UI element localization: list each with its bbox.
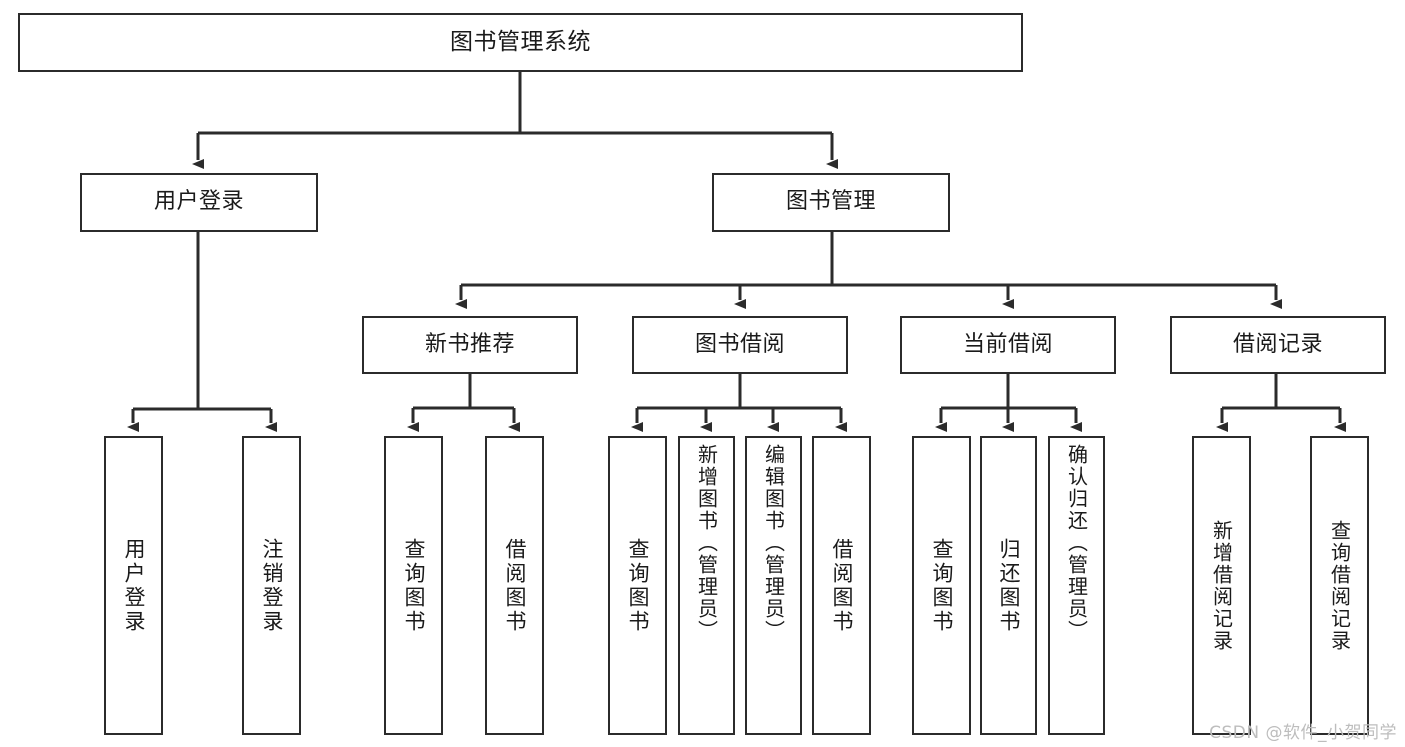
- node-label: 查询图书: [402, 537, 427, 634]
- node-label: 图书管理系统: [450, 28, 591, 55]
- node-label: 查询图书: [626, 537, 651, 634]
- node-new-book-recommend[interactable]: 新书推荐: [362, 316, 578, 374]
- node-label: 用户登录: [153, 189, 244, 215]
- node-label: 用户登录: [122, 537, 147, 634]
- node-leaf-query-book-1[interactable]: 查询图书: [384, 436, 443, 735]
- node-leaf-add-record[interactable]: 新增借阅记录: [1192, 436, 1251, 735]
- node-leaf-user-login[interactable]: 用户登录: [104, 436, 163, 735]
- node-borrow-record[interactable]: 借阅记录: [1170, 316, 1386, 374]
- node-leaf-confirm-return[interactable]: 确认归还（管理员）: [1048, 436, 1105, 735]
- node-leaf-borrow-book-2[interactable]: 借阅图书: [812, 436, 871, 735]
- node-label: 当前借阅: [962, 331, 1053, 357]
- node-current-borrow[interactable]: 当前借阅: [900, 316, 1116, 374]
- node-label: 注销登录: [260, 537, 285, 634]
- node-label: 查询图书: [930, 537, 955, 634]
- node-label: 图书借阅: [694, 331, 785, 357]
- node-leaf-logout[interactable]: 注销登录: [242, 436, 301, 735]
- node-user-login[interactable]: 用户登录: [80, 173, 318, 232]
- node-leaf-query-book-2[interactable]: 查询图书: [608, 436, 667, 735]
- node-label: 新书推荐: [424, 331, 515, 357]
- node-leaf-query-book-3[interactable]: 查询图书: [912, 436, 971, 735]
- node-label: 新增借阅记录: [1209, 519, 1234, 652]
- node-leaf-add-book[interactable]: 新增图书（管理员）: [678, 436, 735, 735]
- node-label: 借阅图书: [503, 537, 528, 634]
- node-root-system[interactable]: 图书管理系统: [18, 13, 1023, 72]
- node-leaf-query-record[interactable]: 查询借阅记录: [1310, 436, 1369, 735]
- csdn-watermark: CSDN @软件_小贺同学: [1209, 723, 1397, 743]
- node-leaf-return-book[interactable]: 归还图书: [980, 436, 1037, 735]
- node-label: 新增图书（管理员）: [694, 444, 719, 642]
- node-label: 确认归还（管理员）: [1064, 444, 1089, 642]
- node-label: 图书管理: [785, 189, 876, 215]
- node-label: 借阅记录: [1232, 331, 1323, 357]
- node-leaf-edit-book[interactable]: 编辑图书（管理员）: [745, 436, 802, 735]
- node-label: 编辑图书（管理员）: [761, 444, 786, 642]
- node-label: 借阅图书: [830, 537, 855, 634]
- node-label: 查询借阅记录: [1327, 519, 1352, 652]
- node-label: 归还图书: [997, 537, 1022, 634]
- node-book-borrow[interactable]: 图书借阅: [632, 316, 848, 374]
- node-leaf-borrow-book-1[interactable]: 借阅图书: [485, 436, 544, 735]
- node-book-manage[interactable]: 图书管理: [712, 173, 950, 232]
